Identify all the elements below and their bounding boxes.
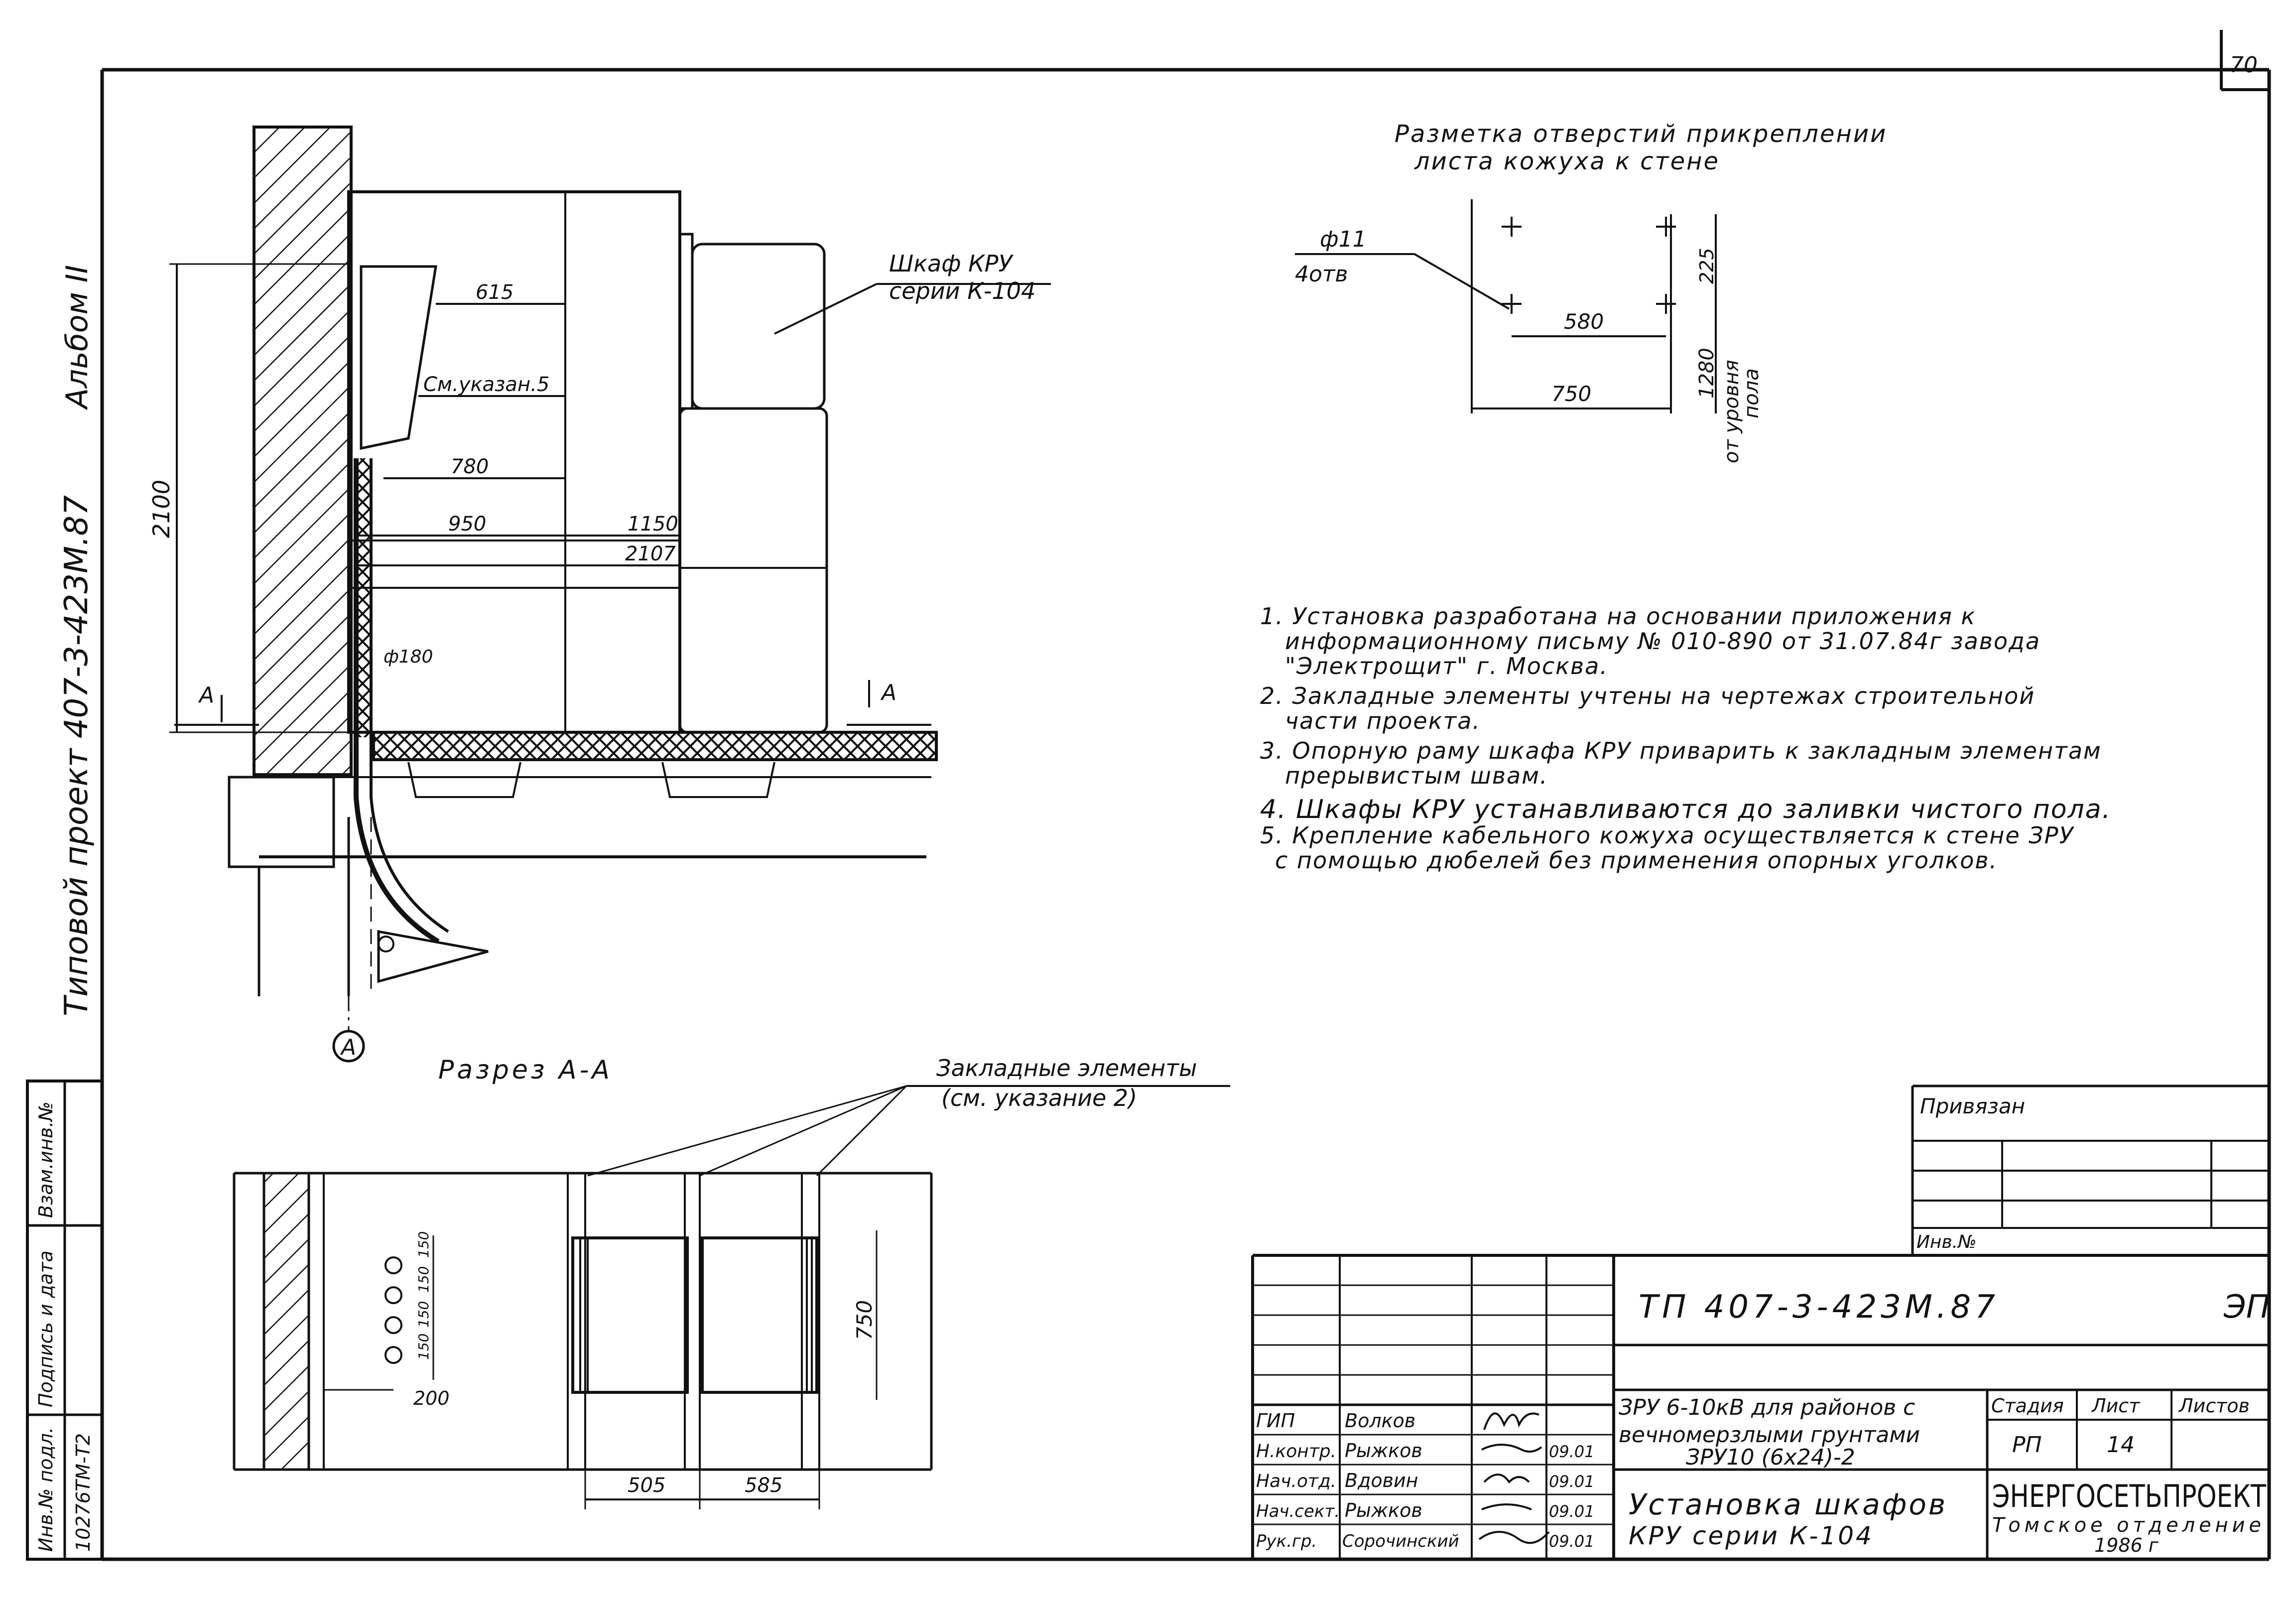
dim-1150: 1150: [628, 513, 678, 536]
note-line: прерывистым швам.: [1285, 762, 1548, 789]
drawing-title-1: Установка шкафов: [1629, 1487, 1947, 1521]
side-strip: Альбом II Типовой проект 407-3-423М.87: [58, 265, 95, 1016]
hole-spec-2: 4отв: [1295, 262, 1348, 287]
section-aa: Разрез А-А Закладные элементы (см. указа…: [233, 1055, 1230, 1509]
dim-150-d: 150: [415, 1334, 432, 1360]
note-line: 3. Опорную раму шкафа КРУ приварить к за…: [1260, 737, 2102, 764]
holes-title-1: Разметка отверстий прикреплении: [1395, 120, 1887, 148]
name-gip: Волков: [1345, 1410, 1415, 1432]
dim-750-top: 750: [1551, 382, 1591, 406]
stamp-col1: Инв.№ подл.: [35, 1427, 57, 1552]
inv-no-label: Инв.№: [1916, 1232, 1977, 1252]
dim-150-a: 150: [415, 1231, 432, 1258]
privyazan-label: Привязан: [1920, 1094, 2025, 1118]
dim-505: 505: [628, 1474, 665, 1497]
stage-header: Стадия: [1991, 1395, 2064, 1417]
holes-marking: Разметка отверстий прикреплении листа ко…: [1295, 120, 1887, 463]
dim-2100: 2100: [148, 480, 175, 538]
dim-580: 580: [1564, 309, 1604, 334]
section-mark-right: А: [880, 680, 896, 705]
sheet-header: Лист: [2091, 1395, 2141, 1417]
holes-title-2: листа кожуха к стене: [1414, 147, 1720, 175]
date-nkontr: 09.01: [1549, 1442, 1595, 1461]
left-stamp: Инв.№ подл. 10276ТМ-Т2 Подпись и дата Вз…: [26, 1080, 104, 1561]
hole-spec-1: ф11: [1320, 227, 1367, 252]
drawing-code: ТП 407-3-423М.87: [1639, 1289, 1999, 1326]
org-year: 1986 г: [2094, 1534, 2159, 1556]
title-block: Привязан Инв.№ ТП 407-3-423М.87 ЭП ГИП Н…: [1251, 1084, 2270, 1559]
note-line: с помощью дюбелей без применения опорных…: [1275, 847, 1998, 874]
name-nkontr: Рыжков: [1345, 1440, 1422, 1462]
drawing-mark: ЭП: [2223, 1289, 2270, 1326]
note-line: 2. Закладные элементы учтены на чертежах…: [1260, 682, 2036, 709]
project-label: Типовой проект 407-3-423М.87: [58, 495, 95, 1016]
stamp-col1-value: 10276ТМ-Т2: [72, 1433, 94, 1552]
signature-gip: [1483, 1412, 1539, 1430]
notes-block: 1. Установка разработана на основании пр…: [1260, 603, 2256, 882]
sheet-frame: [100, 30, 2271, 1561]
dim-615: 615: [476, 281, 513, 304]
axis-label: А: [340, 1035, 356, 1060]
dim-225: 225: [1696, 248, 1718, 284]
name-nachotd: Вдовин: [1345, 1470, 1418, 1491]
dim-150-b: 150: [415, 1266, 432, 1293]
date-nachsekt: 09.01: [1549, 1502, 1595, 1521]
album-label: Альбом II: [60, 265, 95, 410]
elevation-view: А А А 2100 615 780 950 1150 2107 ф180 См…: [148, 126, 1051, 1063]
note-line: 5. Крепление кабельного кожуха осуществл…: [1260, 822, 2074, 849]
hole-marks: [1502, 217, 1676, 314]
dim-phi180: ф180: [383, 647, 433, 667]
dim-200: 200: [413, 1387, 450, 1409]
cabinet-label-2: серии К-104: [889, 277, 1035, 304]
see-note-5: См.указан.5: [423, 373, 549, 396]
stamp-col3: Взам.инв.№: [35, 1101, 57, 1218]
note-line: части проекта.: [1285, 707, 1481, 734]
sheets-header: Листов: [2178, 1395, 2250, 1417]
role-nkontr: Н.контр.: [1256, 1441, 1336, 1462]
object-line-1: ЗРУ 6-10кВ для районов с: [1619, 1395, 1915, 1420]
org-name: ЭНЕРГОСЕТЬПРОЕКТ: [1992, 1478, 2267, 1514]
drawing-title-2: КРУ серии К-104: [1629, 1521, 1874, 1550]
dim-1280: 1280: [1695, 348, 1718, 399]
cabinet-label-1: Шкаф КРУ: [889, 250, 1014, 277]
signature-rukgr: [1478, 1531, 1550, 1544]
dim-585: 585: [745, 1474, 782, 1497]
sheet-number: 70: [2230, 52, 2258, 78]
signature-nkontr: [1481, 1444, 1542, 1453]
stamp-col2: Подпись и дата: [35, 1250, 57, 1407]
embedded-label-2: (см. указание 2): [941, 1084, 1137, 1111]
date-rukgr: 09.01: [1549, 1532, 1595, 1551]
org-dept: Томское отделение: [1992, 1514, 2261, 1537]
role-nachotd: Нач.отд.: [1256, 1471, 1336, 1491]
stage-value: РП: [2012, 1432, 2042, 1458]
name-rukgr: Сорочинский: [1342, 1531, 1459, 1551]
floor-label-1: от уровня: [1720, 360, 1743, 463]
floor-label-2: пола: [1740, 368, 1763, 418]
role-gip: ГИП: [1256, 1410, 1295, 1432]
note-line: "Электрощит" г. Москва.: [1285, 653, 1608, 679]
note-line: 4. Шкафы КРУ устанавливаются до заливки …: [1260, 795, 2112, 824]
dim-150-c: 150: [415, 1301, 432, 1328]
embedded-label-1: Закладные элементы: [936, 1055, 1197, 1081]
note-line: 1. Установка разработана на основании пр…: [1260, 603, 1976, 630]
dim-750-section: 750: [852, 1300, 877, 1340]
object-line-2: вечномерзлыми грунтами: [1619, 1422, 1920, 1448]
signature-nachotd: [1483, 1474, 1530, 1484]
note-line: информационному письму № 010-890 от 31.0…: [1285, 628, 2041, 655]
section-title: Разрез А-А: [438, 1055, 613, 1085]
object-line-3: ЗРУ10 (6х24)-2: [1686, 1445, 1855, 1470]
sheet-value: 14: [2107, 1432, 2135, 1458]
signature-nachsekt: [1481, 1503, 1532, 1510]
dim-950: 950: [448, 513, 486, 536]
date-nachotd: 09.01: [1549, 1472, 1595, 1491]
role-nachsekt: Нач.сект.: [1256, 1501, 1340, 1521]
dim-780: 780: [451, 455, 489, 478]
role-rukgr: Рук.гр.: [1256, 1531, 1317, 1551]
dim-2107: 2107: [625, 542, 676, 565]
section-mark-left: А: [198, 682, 214, 708]
name-nachsekt: Рыжков: [1345, 1499, 1422, 1521]
